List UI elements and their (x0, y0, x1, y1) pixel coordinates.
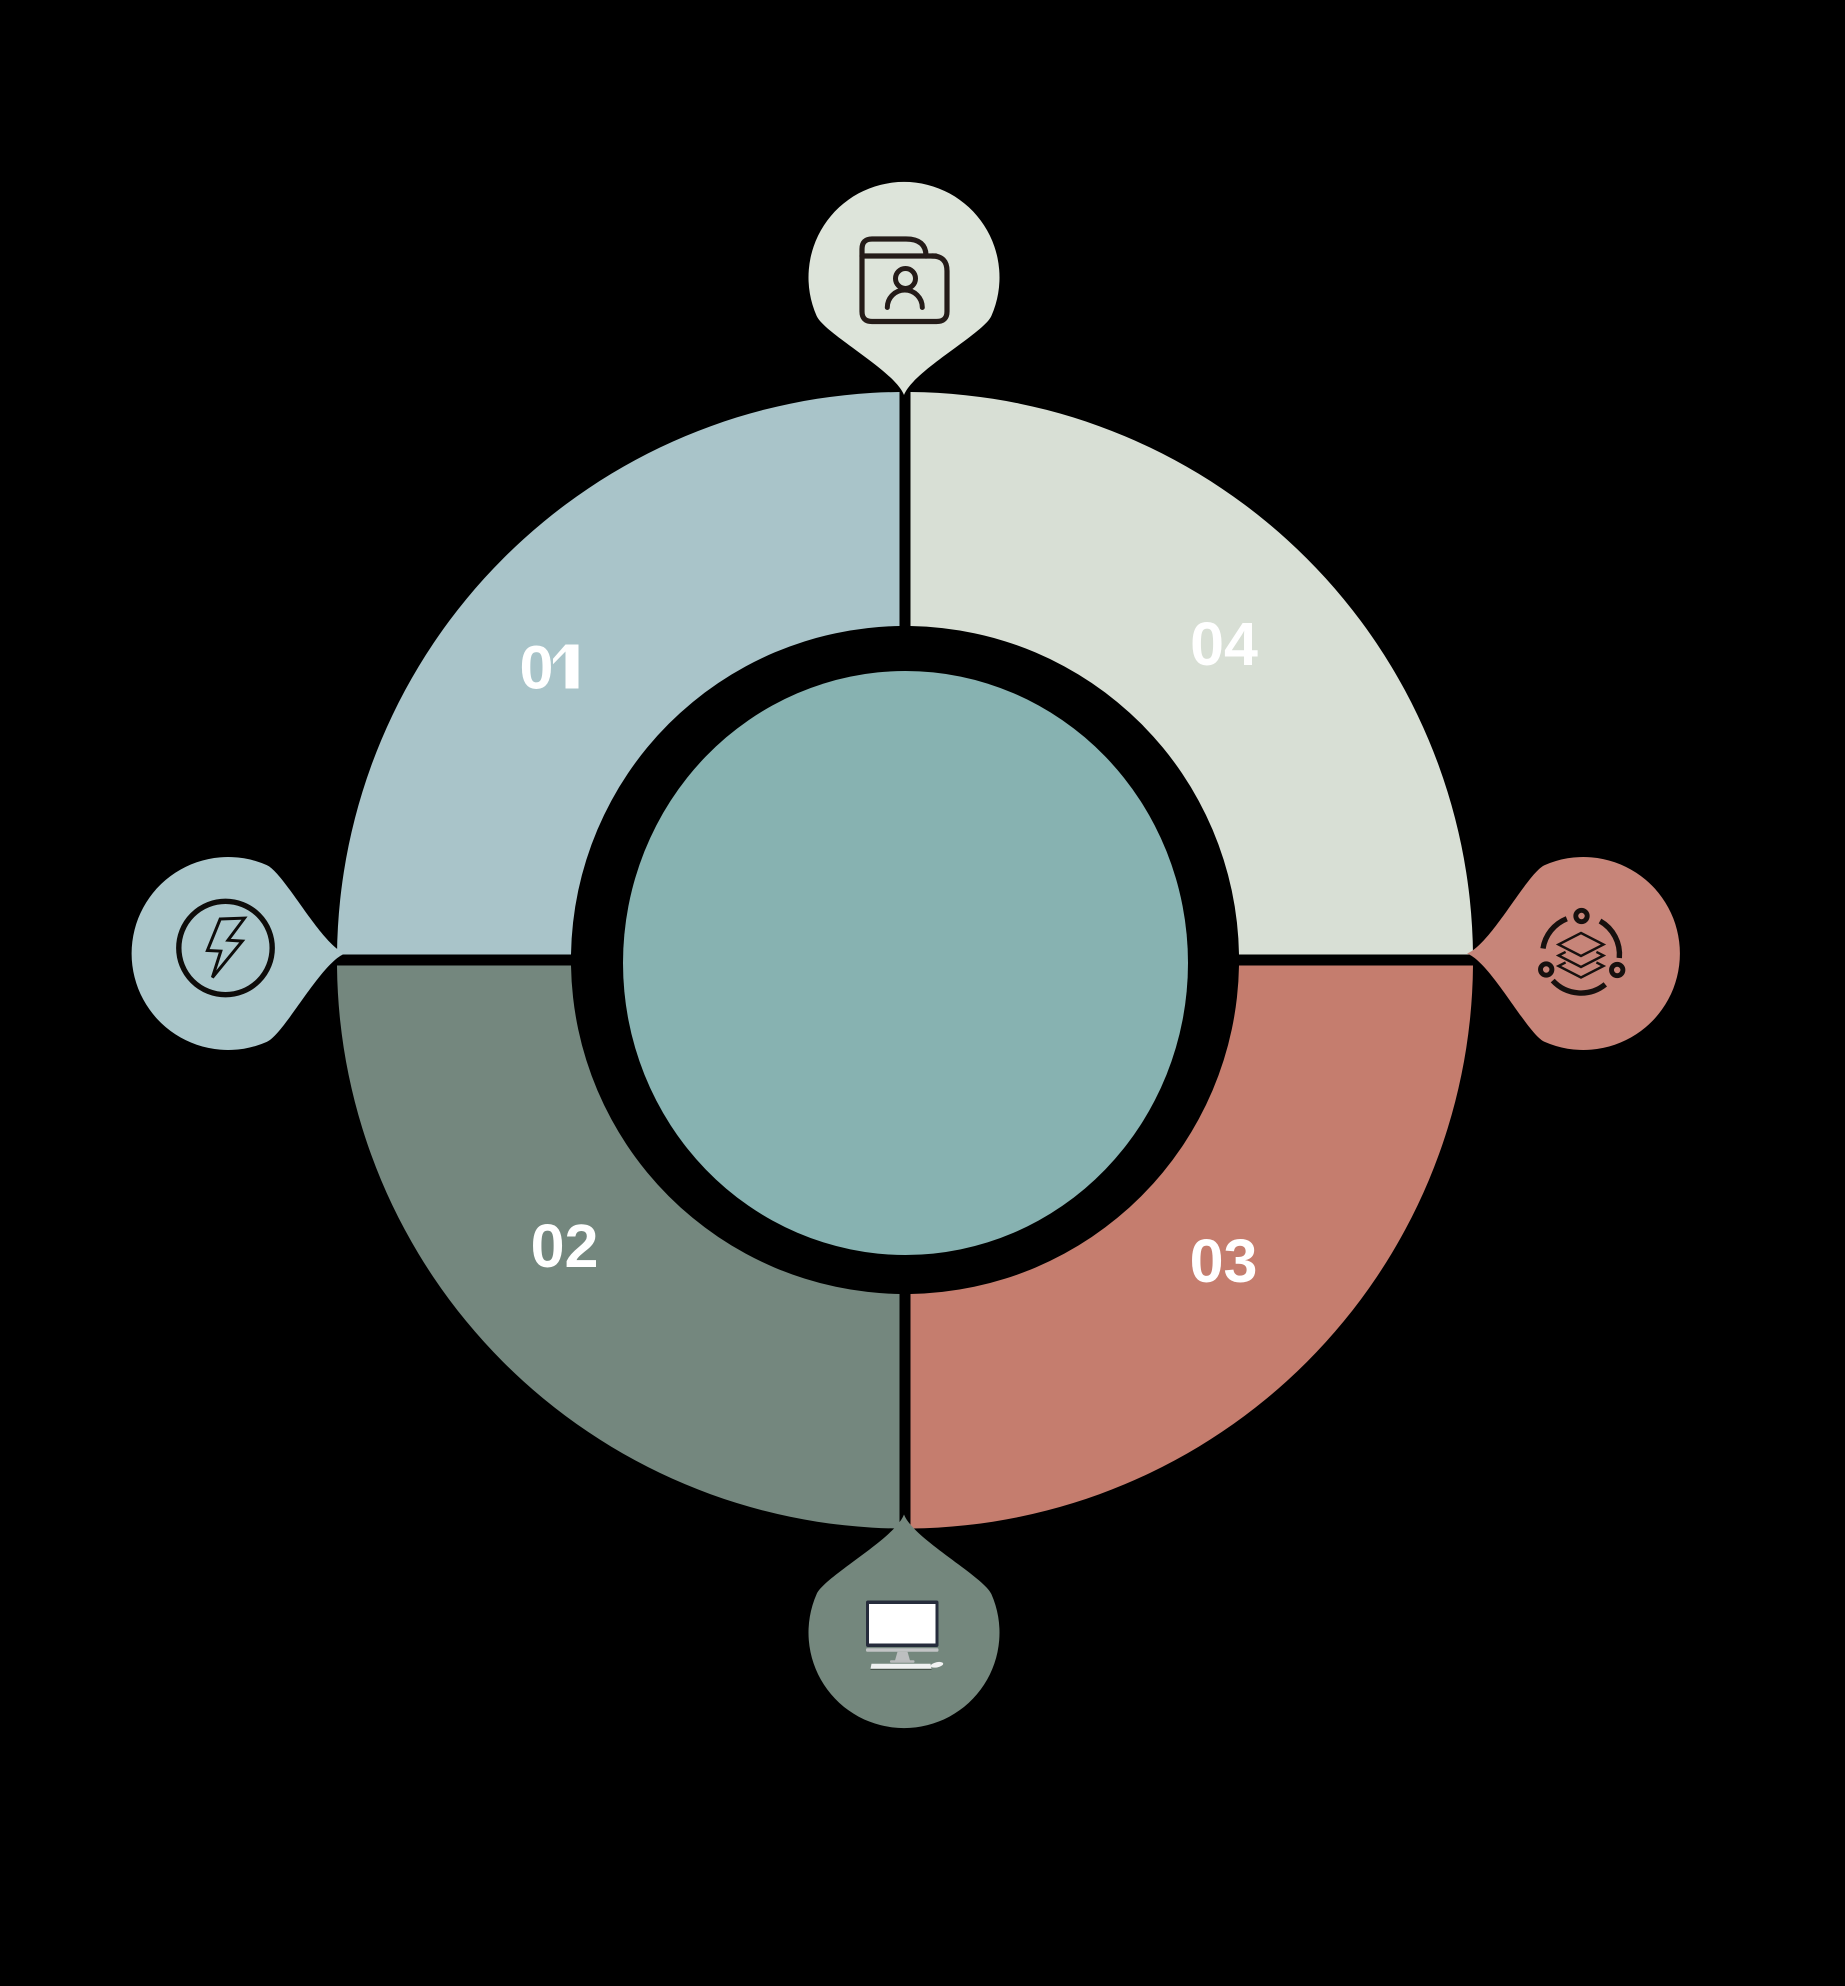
svg-text:03: 03 (1190, 1227, 1258, 1295)
svg-text:04: 04 (1190, 610, 1258, 678)
svg-text:02: 02 (531, 1212, 599, 1280)
svg-text:0: 0 (520, 634, 554, 702)
